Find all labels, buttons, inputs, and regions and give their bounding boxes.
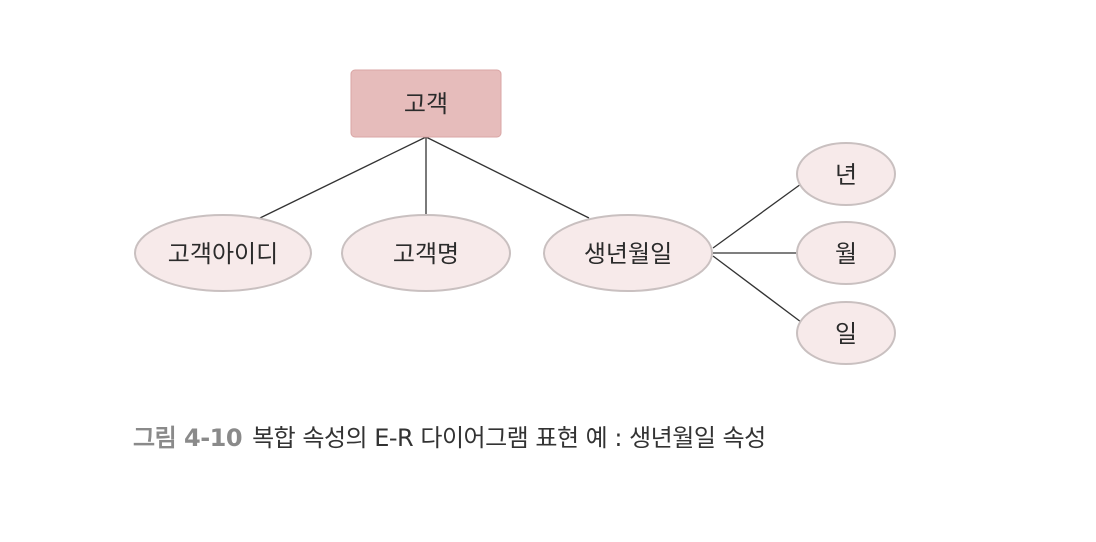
sub-attribute-ellipse [796, 142, 896, 206]
sub-attribute-ellipse [796, 301, 896, 365]
sub-attribute-label: 월 [835, 240, 857, 268]
attribute-label: 고객아이디 [168, 240, 278, 268]
attribute-ellipse [341, 214, 511, 292]
sub-attribute-day: 일 [796, 301, 896, 365]
attribute-label: 생년월일 [584, 240, 672, 268]
connector-day [712, 255, 802, 323]
entity-box [350, 69, 502, 138]
sub-attribute-month: 월 [796, 221, 896, 285]
attribute-ellipse [134, 214, 312, 292]
connector-birth-date [425, 136, 590, 219]
connector-year [712, 183, 802, 249]
sub-attribute-ellipse [796, 221, 896, 285]
figure-number: 그림 4-10 [133, 424, 243, 452]
attribute-customer-name: 고객명 [341, 214, 511, 292]
attribute-label: 고객명 [393, 240, 459, 268]
sub-attribute-label: 일 [835, 320, 857, 348]
figure-caption: 그림 4-10 복합 속성의 E-R 다이어그램 표현 예 : 생년월일 속성 [133, 418, 766, 453]
connector-customer-id [259, 136, 427, 219]
entity-label: 고객 [404, 90, 448, 118]
attribute-birth-date: 생년월일 [543, 214, 713, 292]
attribute-customer-id: 고객아이디 [134, 214, 312, 292]
entity-customer: 고객 [350, 69, 502, 138]
attribute-ellipse [543, 214, 713, 292]
sub-attribute-year: 년 [796, 142, 896, 206]
sub-attribute-label: 년 [835, 161, 857, 189]
caption-text: 복합 속성의 E-R 다이어그램 표현 예 : 생년월일 속성 [252, 424, 766, 452]
